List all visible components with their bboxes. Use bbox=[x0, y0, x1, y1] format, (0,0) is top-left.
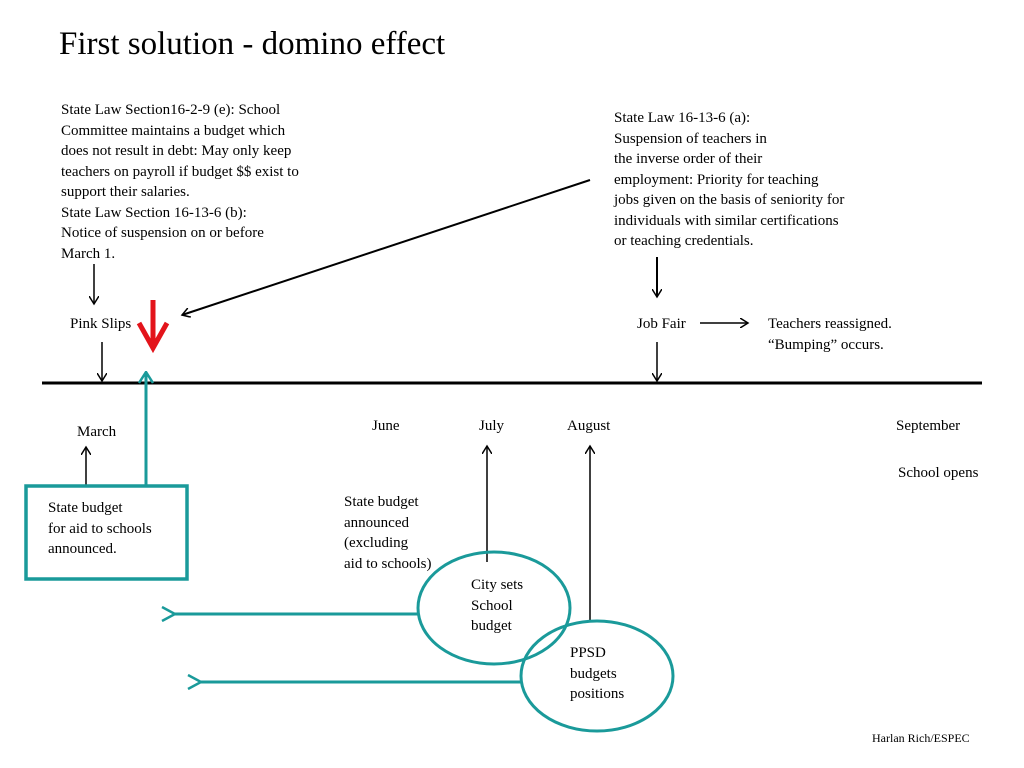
law-right-diagonal-arrow bbox=[182, 179, 591, 315]
ppsd-budget-ellipse bbox=[519, 619, 675, 733]
month-august: August bbox=[567, 418, 611, 434]
month-march: March bbox=[77, 424, 117, 440]
law-right-text: State Law 16-13-6 (a): Suspension of tea… bbox=[614, 110, 845, 249]
school-opens-label: School opens bbox=[898, 465, 979, 481]
state-budget-aid-text: State budget for aid to schools announce… bbox=[48, 500, 152, 557]
city-budget-text: City sets School budget bbox=[471, 577, 524, 634]
ppsd-budget-text: PPSD budgets positions bbox=[570, 645, 625, 702]
month-june: June bbox=[372, 418, 400, 434]
credit-label: Harlan Rich/ESPEC bbox=[872, 731, 970, 745]
red-down-arrow bbox=[136, 300, 170, 354]
month-july: July bbox=[479, 418, 505, 434]
reassigned-label: Teachers reassigned. “Bumping” occurs. bbox=[768, 316, 892, 353]
law-left-text: State Law Section16-2-9 (e): School Comm… bbox=[61, 102, 299, 262]
pink-slips-label: Pink Slips bbox=[70, 316, 132, 332]
page-title: First solution - domino effect bbox=[59, 26, 446, 62]
job-fair-label: Job Fair bbox=[637, 316, 686, 332]
city-budget-ellipse bbox=[416, 550, 572, 666]
state-budget-general-text: State budget announced (excluding aid to… bbox=[344, 494, 432, 572]
month-september: September bbox=[896, 418, 961, 434]
state-budget-aid-box bbox=[24, 484, 189, 581]
